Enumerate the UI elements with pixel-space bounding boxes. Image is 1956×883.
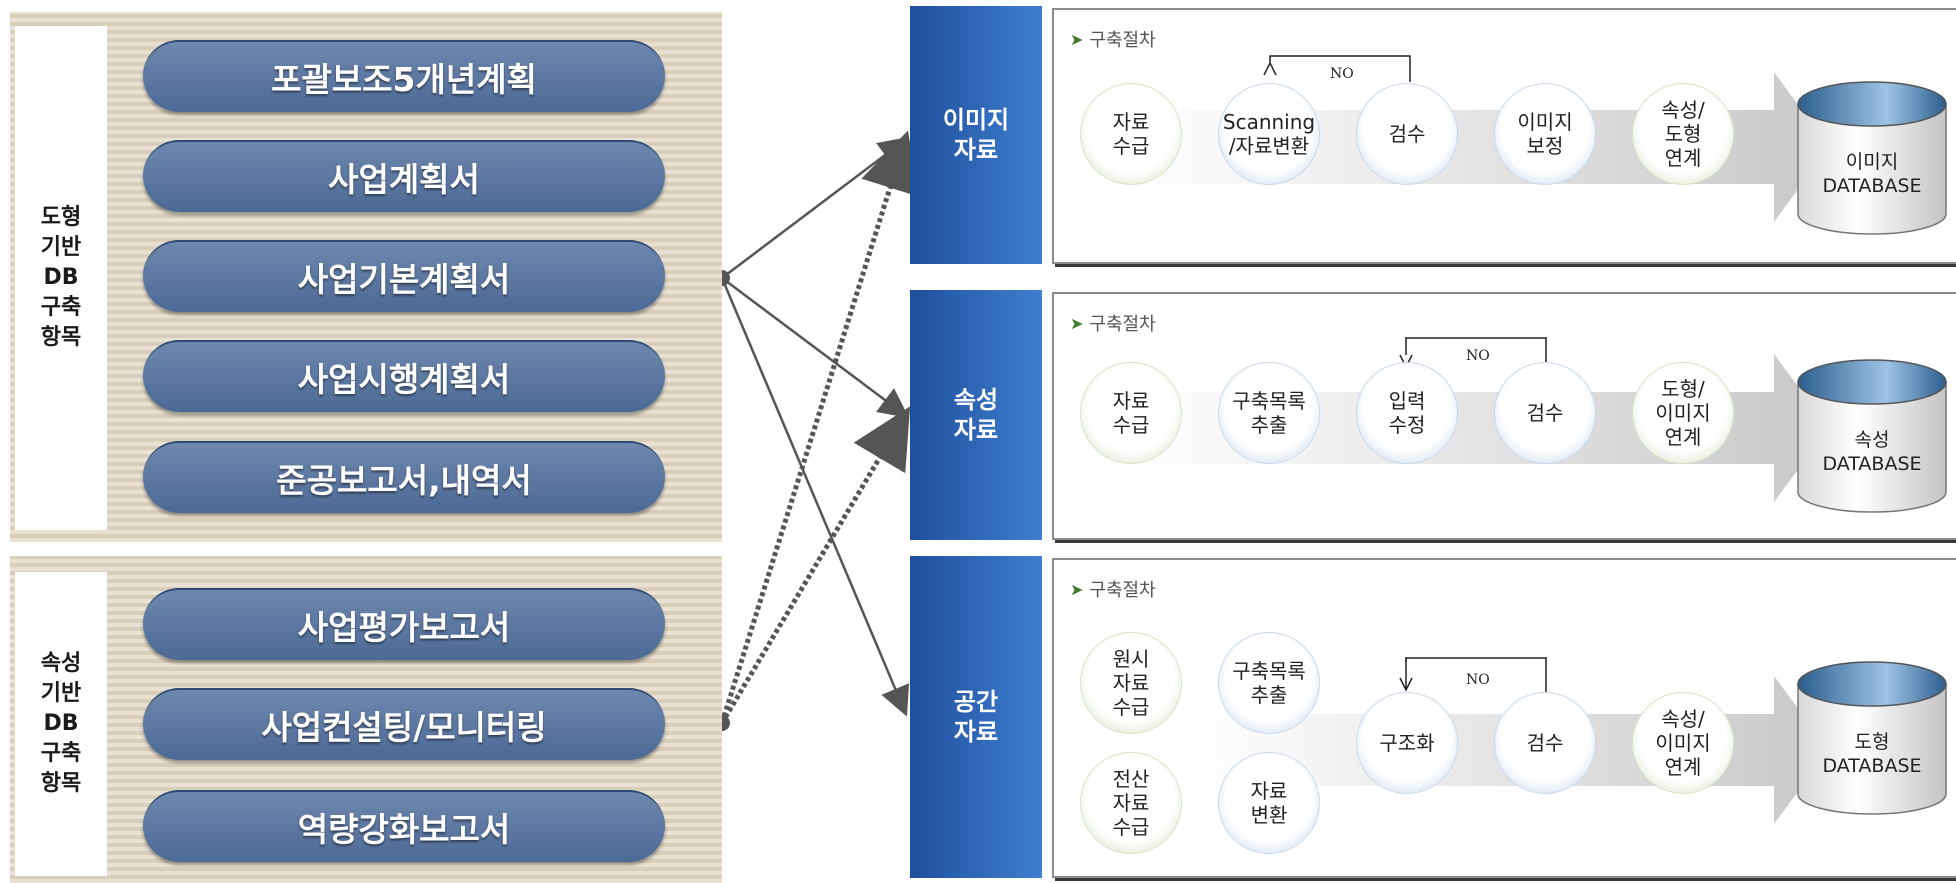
dotted-to-image <box>719 130 919 724</box>
attribute-db-label: 속성 기반 DB 구축 항목 <box>15 572 107 876</box>
step-link: 속성/ 이미지 연계 <box>1632 692 1734 794</box>
database-icon: 이미지 DATABASE <box>1794 78 1950 238</box>
loop-label-no: NO <box>1466 672 1490 688</box>
item-evaluation-report: 사업평가보고서 <box>143 588 665 660</box>
loop-label-no: NO <box>1330 66 1354 82</box>
triangle-bullet-icon: ➤ <box>1070 313 1084 333</box>
process-image: ➤구축절차 NO 자료 수급 Scanning /자료변환 검수 이미지 보정 … <box>1052 8 1956 264</box>
step-inspect: 검수 <box>1494 362 1596 464</box>
process-title: ➤구축절차 <box>1070 579 1156 602</box>
step-input-edit: 입력 수정 <box>1356 362 1458 464</box>
database-icon: 도형 DATABASE <box>1794 658 1950 818</box>
step-scan-convert: Scanning /자료변환 <box>1218 83 1320 185</box>
database-label: 이미지 DATABASE <box>1822 151 1922 197</box>
step-link: 속성/ 도형 연계 <box>1632 83 1734 185</box>
step-structure: 구조화 <box>1356 692 1458 794</box>
step-inspect: 검수 <box>1494 692 1596 794</box>
process-attribute: ➤구축절차 NO 자료 수급 구축목록 추출 입력 수정 검수 도형/ 이미지 … <box>1052 292 1956 540</box>
item-basic-business-plan: 사업기본계획서 <box>143 240 665 312</box>
dotted-to-attribute <box>719 406 911 725</box>
item-business-plan: 사업계획서 <box>143 140 665 212</box>
arrow-to-image <box>721 136 909 279</box>
step-extract-list: 구축목록 추출 <box>1218 632 1320 734</box>
item-completion-report: 준공보고서,내역서 <box>143 441 665 513</box>
step-raw-collect: 원시 자료 수급 <box>1080 632 1182 734</box>
step-digital-collect: 전산 자료 수급 <box>1080 752 1182 854</box>
step-image-correct: 이미지 보정 <box>1494 83 1596 185</box>
shape-db-label: 도형 기반 DB 구축 항목 <box>15 26 107 530</box>
item-capacity-report: 역량강화보고서 <box>143 790 665 862</box>
step-link: 도형/ 이미지 연계 <box>1632 362 1734 464</box>
loop-label-no: NO <box>1466 348 1490 364</box>
item-implementation-plan: 사업시행계획서 <box>143 340 665 412</box>
category-spatial-data: 공간 자료 <box>910 556 1042 878</box>
process-title: ➤구축절차 <box>1070 313 1156 336</box>
database-label: 도형 DATABASE <box>1822 731 1922 777</box>
item-consulting-monitoring: 사업컨설팅/모니터링 <box>143 688 665 760</box>
process-title: ➤구축절차 <box>1070 29 1156 52</box>
arrow-to-attribute <box>721 276 910 418</box>
flow-arrow <box>1134 55 1829 222</box>
item-comprehensive-5yr-plan: 포괄보조5개년계획 <box>143 40 665 112</box>
step-inspect: 검수 <box>1356 83 1458 185</box>
category-attribute-data: 속성 자료 <box>910 290 1042 540</box>
step-extract-list: 구축목록 추출 <box>1218 362 1320 464</box>
database-label: 속성 DATABASE <box>1822 429 1922 475</box>
triangle-bullet-icon: ➤ <box>1070 579 1084 599</box>
step-collect: 자료 수급 <box>1080 362 1182 464</box>
step-convert: 자료 변환 <box>1218 752 1320 854</box>
database-icon: 속성 DATABASE <box>1794 356 1950 516</box>
step-collect: 자료 수급 <box>1080 83 1182 185</box>
arrow-to-spatial <box>720 277 910 717</box>
process-spatial: ➤구축절차 NO 원시 자료 수급 전산 자료 수급 구축목록 추출 자료 변환… <box>1052 558 1956 878</box>
triangle-bullet-icon: ➤ <box>1070 29 1084 49</box>
category-image-data: 이미지 자료 <box>910 6 1042 264</box>
